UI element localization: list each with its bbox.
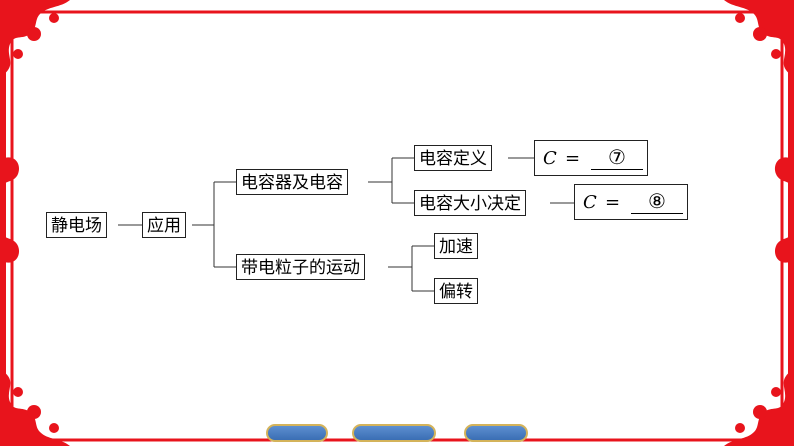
node-charged-particle-motion: 带电粒子的运动: [236, 254, 365, 280]
formula-variable: C: [583, 192, 597, 213]
formula-blank-7[interactable]: ⑦: [591, 145, 643, 170]
node-application: 应用: [142, 212, 186, 238]
formula-equals: =: [605, 192, 621, 213]
node-capacitor-and-capacitance: 电容器及电容: [236, 169, 348, 195]
node-electrostatic-field: 静电场: [46, 212, 107, 238]
node-capacitance-definition: 电容定义: [414, 145, 492, 171]
formula-blank-8[interactable]: ⑧: [631, 189, 683, 214]
nav-button-2[interactable]: [352, 424, 436, 442]
nav-button-1[interactable]: [266, 424, 328, 442]
nav-button-3[interactable]: [464, 424, 528, 442]
node-deflection: 偏转: [434, 278, 478, 304]
formula-equals: =: [565, 148, 581, 169]
node-capacitance-factors: 电容大小决定: [414, 190, 526, 216]
node-acceleration: 加速: [434, 233, 478, 259]
formula-capacitance-factors: C = ⑧: [574, 184, 688, 220]
formula-capacitance-definition: C = ⑦: [534, 140, 648, 176]
formula-variable: C: [543, 148, 557, 169]
